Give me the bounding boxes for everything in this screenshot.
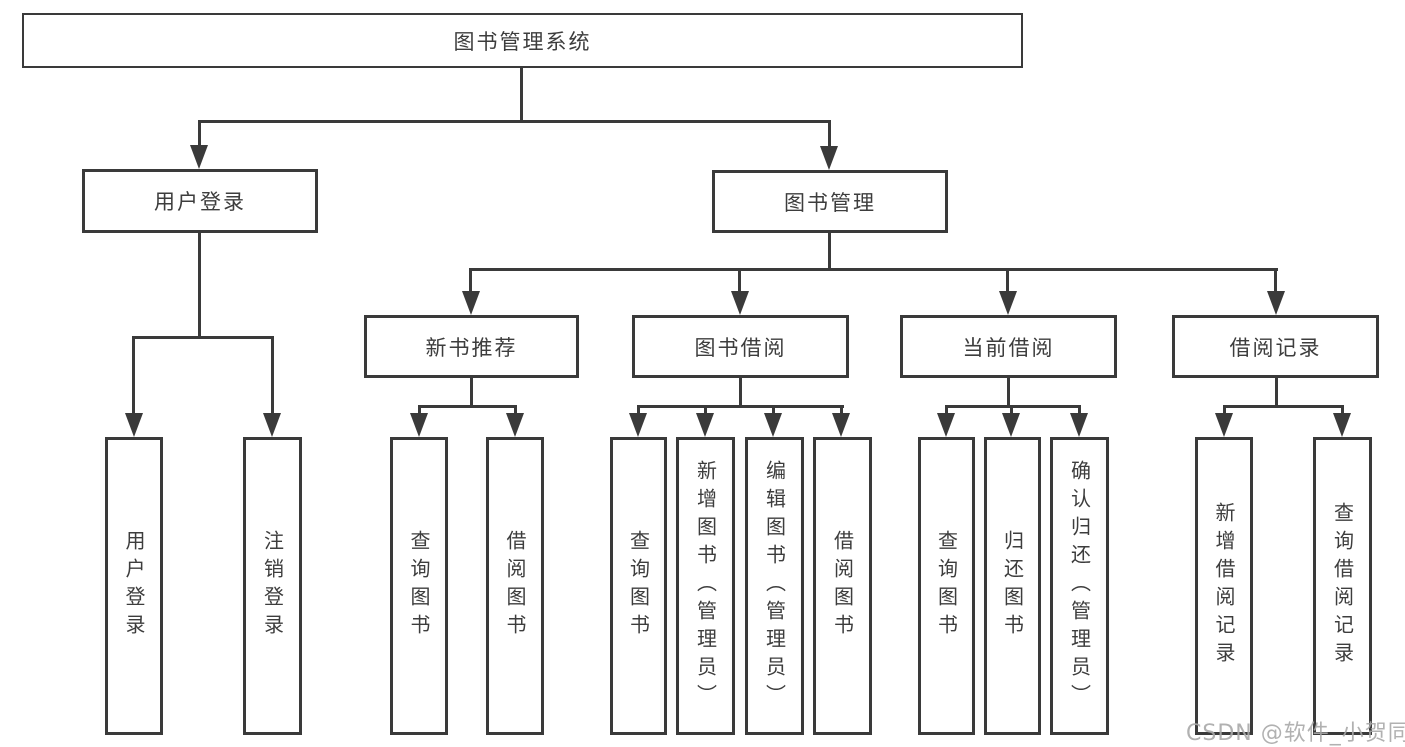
connector-hline	[1223, 405, 1344, 408]
arrowhead-down-icon	[1267, 291, 1285, 315]
node-label: 编辑图书（管理员）	[762, 460, 787, 712]
connector-vline	[1275, 378, 1278, 405]
node-user-login: 用户登录	[82, 169, 318, 233]
connector-vline	[828, 233, 831, 268]
arrowhead-down-icon	[125, 413, 143, 437]
leaf-borrowing-query-books: 查询图书	[610, 437, 667, 735]
arrowhead-down-icon	[190, 145, 208, 169]
node-label: 查询图书	[626, 530, 651, 642]
node-label: 图书管理系统	[453, 29, 592, 54]
node-label: 借阅图书	[830, 530, 855, 642]
node-label: 注销登录	[260, 530, 285, 642]
arrowhead-down-icon	[832, 413, 850, 437]
connector-hline	[418, 405, 517, 408]
node-library-management-system: 图书管理系统	[22, 13, 1023, 68]
node-book-borrowing: 图书借阅	[632, 315, 849, 378]
arrowhead-down-icon	[1215, 413, 1233, 437]
leaf-borrowing-borrow-books: 借阅图书	[813, 437, 872, 735]
leaf-logout: 注销登录	[243, 437, 302, 735]
node-label: 当前借阅	[962, 335, 1055, 360]
arrowhead-down-icon	[263, 413, 281, 437]
node-label: 图书借阅	[694, 335, 787, 360]
connector-vline	[1274, 270, 1277, 298]
arrowhead-down-icon	[1002, 413, 1020, 437]
node-book-management: 图书管理	[712, 170, 948, 233]
connector-hline	[469, 268, 1278, 271]
connector-hline	[132, 336, 274, 339]
node-label: 用户登录	[154, 190, 246, 214]
node-label: 新增图书（管理员）	[693, 460, 718, 712]
connector-vline	[469, 270, 472, 298]
node-label: 新书推荐	[425, 335, 518, 360]
leaf-records-query-record: 查询借阅记录	[1313, 437, 1372, 735]
connector-vline	[271, 338, 274, 420]
leaf-borrowing-add-books-admin: 新增图书（管理员）	[676, 437, 735, 735]
connector-vline	[1007, 378, 1010, 405]
connector-vline	[1006, 270, 1009, 298]
node-borrowing-records: 借阅记录	[1172, 315, 1379, 378]
leaf-borrowing-edit-books-admin: 编辑图书（管理员）	[745, 437, 804, 735]
node-label: 新增借阅记录	[1212, 502, 1236, 670]
arrowhead-down-icon	[937, 413, 955, 437]
node-label: 查询图书	[407, 530, 431, 642]
arrowhead-down-icon	[696, 413, 714, 437]
node-current-borrowing: 当前借阅	[900, 315, 1117, 378]
arrowhead-down-icon	[506, 413, 524, 437]
leaf-records-add-record: 新增借阅记录	[1195, 437, 1253, 735]
node-label: 借阅图书	[503, 530, 527, 642]
node-label: 确认归还（管理员）	[1067, 460, 1092, 712]
connector-vline	[198, 233, 201, 336]
csdn-watermark: CSDN @软件_小贺同学	[1186, 721, 1405, 746]
node-label: 图书管理	[784, 190, 876, 215]
leaf-current-query-books: 查询图书	[918, 437, 975, 735]
leaf-user-login: 用户登录	[105, 437, 163, 735]
connector-hline	[945, 405, 1081, 408]
connector-vline	[739, 378, 742, 405]
leaf-current-return-books: 归还图书	[984, 437, 1041, 735]
connector-vline	[198, 122, 201, 152]
connector-hline	[198, 120, 831, 123]
leaf-newbook-query-books: 查询图书	[390, 437, 448, 735]
arrowhead-down-icon	[1333, 413, 1351, 437]
connector-vline	[132, 338, 135, 420]
connector-vline	[828, 122, 831, 152]
connector-vline	[470, 378, 473, 405]
connector-vline	[520, 68, 523, 122]
arrowhead-down-icon	[1070, 413, 1088, 437]
connector-vline	[738, 270, 741, 298]
node-label: 用户登录	[122, 530, 146, 642]
arrowhead-down-icon	[764, 413, 782, 437]
leaf-newbook-borrow-books: 借阅图书	[486, 437, 544, 735]
node-label: 查询借阅记录	[1330, 502, 1355, 670]
node-label: 查询图书	[934, 530, 959, 642]
arrowhead-down-icon	[731, 291, 749, 315]
node-label: 借阅记录	[1229, 335, 1322, 360]
arrowhead-down-icon	[410, 413, 428, 437]
arrowhead-down-icon	[629, 413, 647, 437]
arrowhead-down-icon	[999, 291, 1017, 315]
leaf-current-confirm-return-admin: 确认归还（管理员）	[1050, 437, 1109, 735]
node-label: 归还图书	[1000, 530, 1025, 642]
connector-hline	[637, 405, 844, 408]
node-new-book-recommendation: 新书推荐	[364, 315, 579, 378]
arrowhead-down-icon	[820, 146, 838, 170]
arrowhead-down-icon	[462, 291, 480, 315]
